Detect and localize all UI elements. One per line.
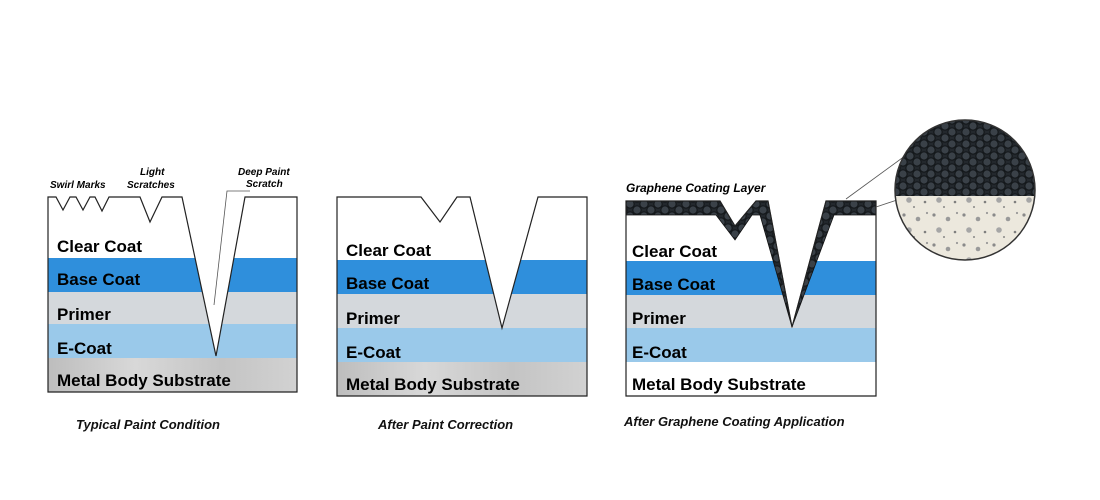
substrate-layer — [48, 358, 297, 392]
base-coat-layer — [626, 261, 876, 295]
e-coat-layer — [337, 328, 587, 362]
deep-scratch-annotation-line1: Deep Paint — [238, 167, 290, 178]
base-coat-layer — [48, 258, 297, 292]
clear-coat-label: Clear Coat — [632, 242, 717, 261]
clear-coat-layer — [337, 197, 587, 260]
primer-layer — [48, 292, 297, 324]
panel-outline — [47, 196, 298, 393]
graphene-magnified-view — [895, 120, 1035, 260]
swirl-marks-annotation: Swirl Marks — [50, 180, 106, 191]
panel1-caption: Typical Paint Condition — [76, 417, 220, 432]
base-coat-label: Base Coat — [57, 270, 140, 289]
panel3-caption: After Graphene Coating Application — [623, 414, 845, 429]
zoom-leader-line-top — [845, 152, 910, 200]
magnifier-circle — [894, 119, 1036, 261]
e-coat-label: E-Coat — [346, 343, 401, 362]
substrate-label: Metal Body Substrate — [57, 371, 231, 390]
panel-outline — [625, 200, 877, 397]
clear-coat-label: Clear Coat — [57, 237, 142, 256]
light-scratches-annotation-line1: Light — [140, 167, 165, 178]
substrate-label: Metal Body Substrate — [632, 375, 806, 394]
base-coat-label: Base Coat — [346, 274, 429, 293]
substrate-layer — [337, 362, 587, 396]
e-coat-layer — [626, 328, 876, 362]
deep-scratch-annotation-line2: Scratch — [246, 179, 283, 190]
panel2-caption: After Paint Correction — [377, 417, 513, 432]
substrate-label: Metal Body Substrate — [346, 375, 520, 394]
e-coat-label: E-Coat — [632, 343, 687, 362]
primer-label: Primer — [632, 309, 686, 328]
base-coat-label: Base Coat — [632, 275, 715, 294]
e-coat-layer — [48, 324, 297, 358]
primer-layer — [626, 295, 876, 328]
panel-after-graphene: Clear Coat Base Coat Primer E-Coat Metal… — [623, 119, 1036, 429]
e-coat-label: E-Coat — [57, 339, 112, 358]
panel-after-correction: Clear Coat Base Coat Primer E-Coat Metal… — [336, 196, 588, 432]
primer-layer — [337, 294, 587, 328]
primer-label: Primer — [346, 309, 400, 328]
panel-outline — [336, 196, 588, 397]
base-coat-layer — [337, 260, 587, 294]
graphene-coating-label: Graphene Coating Layer — [626, 181, 767, 195]
light-scratches-annotation-line2: Scratches — [127, 180, 175, 191]
substrate-layer — [626, 362, 876, 396]
clear-coat-layer — [48, 197, 297, 258]
panel-typical-paint: Clear Coat Base Coat Primer E-Coat Metal… — [47, 167, 298, 432]
deep-scratch-leader-line — [213, 190, 250, 306]
primer-label: Primer — [57, 305, 111, 324]
clear-coat-label: Clear Coat — [346, 241, 431, 260]
